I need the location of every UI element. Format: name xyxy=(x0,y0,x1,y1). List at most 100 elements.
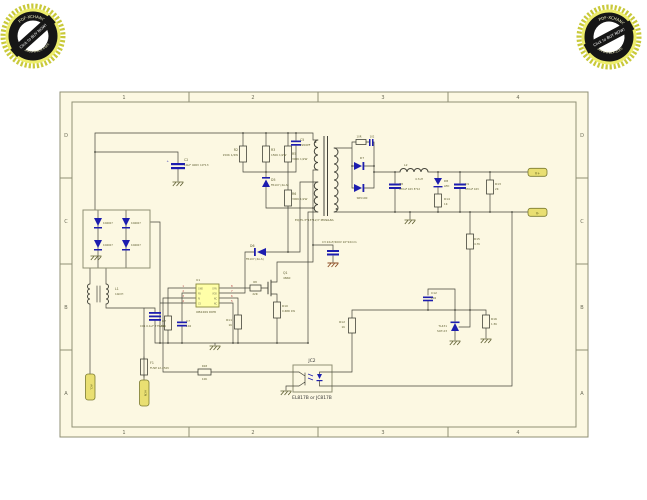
schematic-label: EQ25-3*13*12/7 PIN9&8A xyxy=(295,218,335,222)
schematic-label: 10K xyxy=(202,377,207,381)
schematic-label: C2 xyxy=(184,158,188,162)
schematic-label: NC xyxy=(214,298,218,301)
zone-label: 3 xyxy=(381,95,384,101)
schematic-label: 4.7K xyxy=(474,242,480,246)
resistor-r15 xyxy=(466,233,474,250)
schematic-label: 1 xyxy=(182,284,184,288)
schematic-label: 6 xyxy=(231,294,233,298)
diode-d7a xyxy=(354,162,365,170)
schematic-label: 4N60 xyxy=(283,276,291,280)
transformer-core xyxy=(323,136,328,216)
schematic-label: FR107 (4A-S) xyxy=(246,257,264,261)
schematic-label: 470uF 16V xyxy=(465,187,479,191)
schematic-label: C12 xyxy=(431,291,437,295)
capacitor-c5 xyxy=(291,140,301,146)
schematic-label: SOT-23 xyxy=(437,329,447,333)
schematic-label: 4 xyxy=(182,299,184,303)
resistor-r14 xyxy=(434,193,442,208)
schematic-label: D7 xyxy=(360,156,364,160)
transformer-primary-winding xyxy=(313,139,319,171)
zone-ticks xyxy=(60,92,588,437)
schematic-label: 102 xyxy=(370,135,375,139)
schematic-label: 3 xyxy=(182,294,184,298)
transformer-aux-winding xyxy=(313,181,319,213)
output-terminal-vplus xyxy=(527,167,548,177)
schematic-label: V+ xyxy=(535,171,540,175)
zone-label: 1 xyxy=(122,95,125,101)
resistor-r8 xyxy=(249,284,262,292)
led-d8 xyxy=(433,178,443,188)
diode-d4 xyxy=(122,240,130,251)
schematic-label: NC xyxy=(214,303,218,306)
schematic-label: TL431 xyxy=(437,324,447,328)
resistor-r11 xyxy=(234,314,242,330)
schematic-label: 1K xyxy=(229,323,233,327)
zone-label: B xyxy=(580,305,584,311)
schematic-label: C9 xyxy=(465,182,469,186)
schematic-label: C3 22uF/400V 10*22mm xyxy=(322,240,357,244)
resistor-r2 xyxy=(239,145,247,163)
schematic-label: CX1 0.1uF 275VAC xyxy=(140,324,165,328)
schematic-label: R15 xyxy=(474,237,480,241)
schematic-label: FR107 (4A-S) xyxy=(271,183,289,187)
resistor-r10 xyxy=(273,301,281,319)
schematic-label: 10uF 400V 10*13 xyxy=(184,163,209,167)
inductor-l2 xyxy=(399,168,429,173)
schematic-label: ACN xyxy=(143,390,147,396)
resistor-r7 xyxy=(164,315,172,331)
capacitor-c3 xyxy=(327,250,339,256)
schematic-label: VDD xyxy=(212,293,217,296)
schematic-label: 8 xyxy=(231,284,233,288)
capacitor-snubber-sec xyxy=(369,139,374,146)
secondary-wires xyxy=(285,141,529,391)
schematic-label: 1K xyxy=(444,202,448,206)
schematic-label: 10R xyxy=(357,135,362,139)
capacitors xyxy=(171,139,466,327)
schematic-label: C5 xyxy=(300,138,304,142)
choke-winding-left xyxy=(87,283,91,305)
fuse-f1 xyxy=(140,356,148,378)
resistors xyxy=(164,139,494,376)
schematic-label: 1N4007 xyxy=(103,221,113,225)
capacitor-c12 xyxy=(423,296,433,302)
optocoupler-jc2 xyxy=(292,364,333,393)
schematic-label: R3 xyxy=(271,148,275,152)
choke-winding-right xyxy=(105,283,109,305)
schematic-label: FB xyxy=(198,293,201,296)
pdf-xchange-stamp-left[interactable] xyxy=(3,6,63,66)
schematic-label: R8 xyxy=(253,280,257,284)
schematic-label: 2 xyxy=(182,289,184,293)
schematic-label: 150K 1/2W xyxy=(271,153,287,157)
pdf-xchange-stamp-right[interactable] xyxy=(573,1,646,74)
zone-label: 4 xyxy=(516,430,519,436)
output-terminal-vminus xyxy=(527,207,548,217)
schematic-label: DRV xyxy=(212,288,217,291)
junction-dots xyxy=(94,132,513,344)
schematic-label: 2K xyxy=(495,187,499,191)
schematic-label: + xyxy=(166,159,169,163)
schematic-label: 470uF 16V 8*12 xyxy=(399,187,420,191)
zone-label: 1 xyxy=(122,430,125,436)
schematic-label: 300K 1/2W xyxy=(292,157,308,161)
schematic-label: SR5100 xyxy=(357,196,368,200)
zone-label: D xyxy=(580,133,584,139)
diode-d3 xyxy=(94,240,102,251)
schematic-label: R16 xyxy=(491,317,497,321)
schematic-label: R6 xyxy=(292,192,296,196)
zone-label: A xyxy=(64,391,68,397)
resistor-r6 xyxy=(284,189,292,207)
ic-body xyxy=(195,283,220,308)
zone-label: C xyxy=(580,219,584,225)
schematic-label: LED xyxy=(444,184,449,188)
mosfet-q1 xyxy=(267,280,272,296)
schematic-label: 4.7uH xyxy=(415,177,423,181)
transformer-t1 xyxy=(313,136,339,216)
capacitor-c7 xyxy=(177,321,187,327)
diode-d7b xyxy=(354,184,365,192)
schematic-label: 150K 1/2W xyxy=(223,153,239,157)
opto-transistor xyxy=(292,371,306,387)
schematic-label: R11 xyxy=(226,318,232,322)
